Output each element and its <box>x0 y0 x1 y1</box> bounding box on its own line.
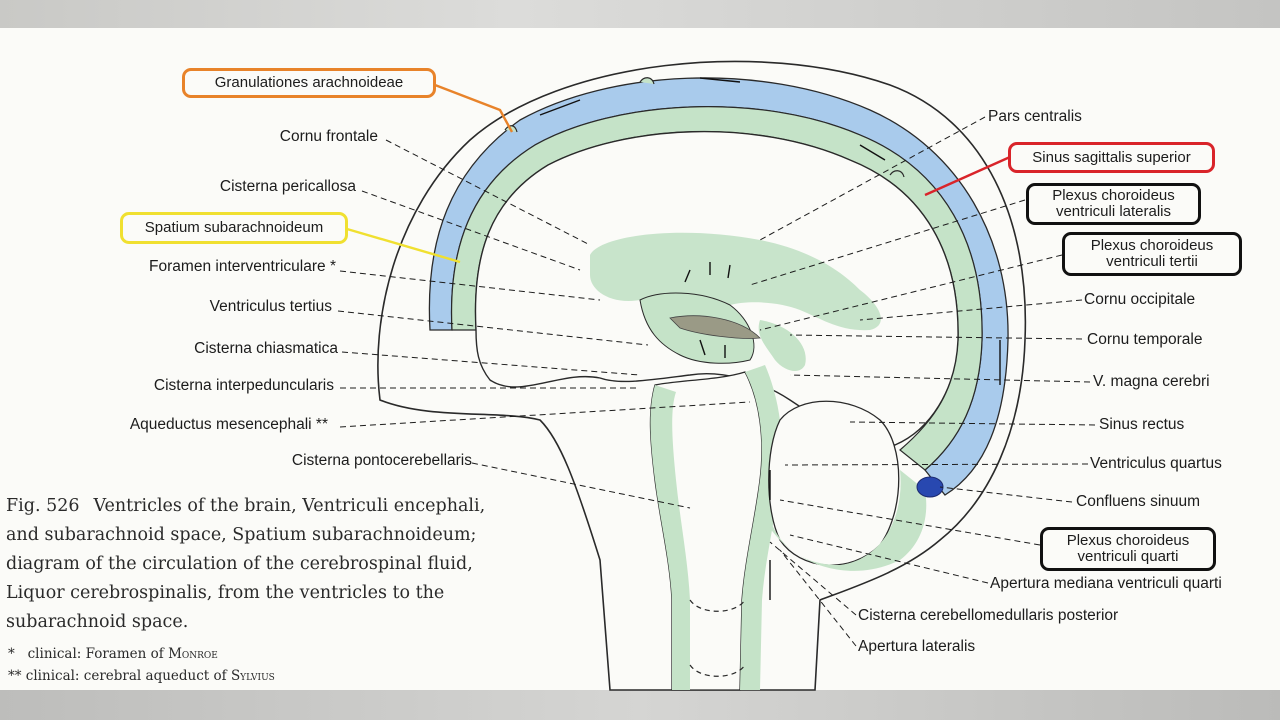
cerebellum <box>768 400 900 566</box>
box-sinus-sagittalis-text: Sinus sagittalis superior <box>1032 148 1191 166</box>
footnote-1-name: Monroe <box>168 646 218 662</box>
box-plexus-lateralis: Plexus choroideus ventriculi lateralis <box>1026 183 1201 225</box>
lateral-ventricle <box>590 232 881 331</box>
figure-caption-text: Ventricles of the brain, Ventriculi ence… <box>6 496 486 632</box>
box-granulationes-text: Granulationes arachnoideae <box>214 74 404 91</box>
label-cisterna-pericallosa: Cisterna pericallosa <box>219 178 356 195</box>
box-plexus-tertii-line1: Plexus choroideus <box>1090 237 1214 254</box>
box-spatium-text: Spatium subarachnoideum <box>144 219 324 236</box>
dashed-loop <box>689 599 746 677</box>
label-pars-centralis: Pars centralis <box>988 108 1082 125</box>
label-cornu-frontale: Cornu frontale <box>279 128 378 145</box>
label-cisterna-pontocerebellaris: Cisterna pontocerebellaris <box>291 452 472 469</box>
granulation-top <box>639 77 655 85</box>
label-cisterna-cerebellomedullaris: Cisterna cerebellomedullaris posterior <box>858 607 1119 624</box>
granulation-right <box>889 170 905 178</box>
spatium-connector <box>346 227 461 264</box>
label-aqueductus-mesencephali: Aqueductus mesencephali ** <box>129 416 328 433</box>
footnote-2-name: Sylvius <box>230 668 275 684</box>
footnote-2-mark: ** <box>8 668 22 684</box>
box-plexus-lateralis-line2: ventriculi lateralis <box>1055 203 1172 220</box>
label-ventriculus-tertius: Ventriculus tertius <box>209 298 332 315</box>
label-confluens-sinuum: Confluens sinuum <box>1076 493 1201 510</box>
box-plexus-tertii-line2: ventriculi tertii <box>1106 253 1198 270</box>
label-foramen-interventriculare: Foramen interventriculare * <box>149 258 336 275</box>
box-plexus-quarti-line2: ventriculi quarti <box>1077 548 1179 565</box>
label-ventriculus-quartus: Ventriculus quartus <box>1090 455 1222 472</box>
label-apertura-mediana: Apertura mediana ventriculi quarti <box>990 575 1222 592</box>
temporal-horn <box>758 320 806 372</box>
plexus-shading <box>669 315 761 339</box>
label-cisterna-interpeduncularis: Cisterna interpeduncularis <box>153 377 334 394</box>
cisterna-cerebellomedullaris-area <box>765 470 927 571</box>
box-plexus-quarti: Plexus choroideus ventriculi quarti <box>1040 527 1216 571</box>
bottom-border <box>0 690 1280 720</box>
label-cisterna-chiasmatica: Cisterna chiasmatica <box>194 340 338 357</box>
box-plexus-quarti-line1: Plexus choroideus <box>1066 532 1190 549</box>
footnote-1: * clinical: Foramen of Monroe <box>8 646 218 662</box>
box-plexus-lateralis-line1: Plexus choroideus <box>1052 187 1175 204</box>
skull-outline <box>377 60 1027 691</box>
box-granulationes: Granulationes arachnoideae <box>182 68 436 98</box>
box-plexus-tertii: Plexus choroideus ventriculi tertii <box>1062 232 1242 276</box>
granulationes-connector <box>434 83 514 133</box>
label-sinus-rectus: Sinus rectus <box>1099 416 1185 433</box>
box-sinus-sagittalis: Sinus sagittalis superior <box>1008 142 1215 173</box>
sinus-connector <box>924 155 1011 197</box>
footnote-2-text: clinical: cerebral aqueduct of <box>25 668 227 684</box>
top-border <box>0 0 1280 28</box>
leader-lines <box>337 116 1096 647</box>
label-apertura-lateralis: Apertura lateralis <box>858 638 976 655</box>
footnote-1-text: clinical: Foramen of <box>27 646 164 662</box>
confluens-sinuum-mark <box>916 476 944 498</box>
label-cornu-occipitale: Cornu occipitale <box>1084 291 1196 308</box>
label-v-magna-cerebri: V. magna cerebri <box>1093 373 1210 390</box>
spinal-subarachnoid-left <box>650 385 690 690</box>
footnote-1-mark: * <box>8 646 15 662</box>
figure-number: Fig. 526 <box>6 496 80 516</box>
flow-arrows <box>539 77 1001 600</box>
box-spatium: Spatium subarachnoideum <box>120 212 348 244</box>
label-cornu-temporale: Cornu temporale <box>1087 331 1203 348</box>
footnote-2: ** clinical: cerebral aqueduct of Sylviu… <box>8 668 275 684</box>
